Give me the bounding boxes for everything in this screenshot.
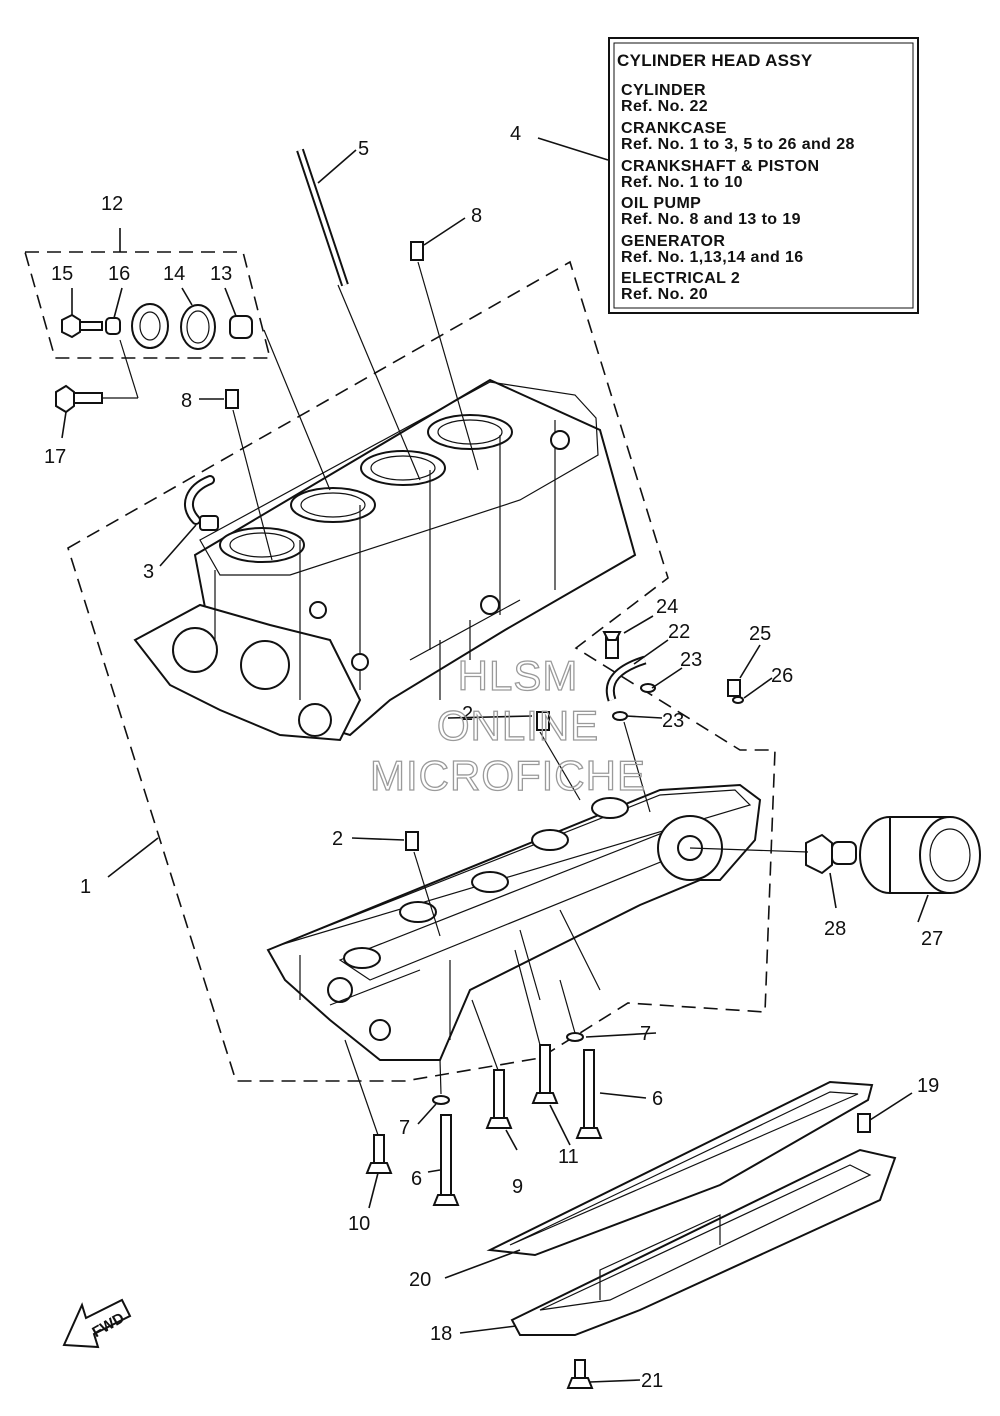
callout-11: 11 [558,1146,579,1168]
info-line-6: Ref. No. 1 to 10 [621,174,743,191]
callout-21: 21 [641,1370,663,1392]
info-line-1: CYLINDER [621,82,706,99]
dowel-pin [405,831,419,851]
callout-27: 27 [921,928,943,950]
callout-23: 23 [662,710,684,732]
watermark-line-2: ONLINE [437,702,599,749]
info-line-4: Ref. No. 1 to 3, 5 to 26 and 28 [621,136,855,153]
callout-8: 8 [181,390,192,412]
callout-9: 9 [512,1176,523,1198]
callout-26: 26 [771,665,793,687]
info-line-7: OIL PUMP [621,195,701,212]
callout-4: 4 [510,123,521,145]
info-line-3: CRANKCASE [621,120,727,137]
callout-19: 19 [917,1075,939,1097]
info-line-9: GENERATOR [621,233,725,250]
callout-numbers: 1 2 2 3 4 5 6 6 7 7 8 8 9 10 11 12 13 14… [44,123,943,1392]
oil-pump-group-outline [23,251,272,359]
watermark: HLSM ONLINE MICROFICHE [369,651,646,799]
callout-5: 5 [358,138,369,160]
callout-10: 10 [348,1213,370,1235]
assembly-info-box: CYLINDER HEAD ASSY CYLINDER Ref. No. 22 … [608,37,919,314]
oil-filter [859,816,981,894]
info-line-11: ELECTRICAL 2 [621,270,740,287]
lower-crankcase [266,783,762,1061]
callout-24: 24 [656,596,678,618]
info-line-5: CRANKSHAFT & PISTON [621,158,819,175]
oil-pan [510,1148,897,1336]
upper-crankcase [133,378,637,742]
oil-filter-union-bolt [805,833,857,875]
crankcase-assembly-outline [67,260,776,1082]
callout-13: 13 [210,263,232,285]
cylinder-stud-bolt [296,148,349,287]
callout-20: 20 [409,1269,431,1291]
callout-12: 12 [101,193,123,215]
callout-15: 15 [51,263,73,285]
callout-17: 17 [44,446,66,468]
callout-18: 18 [430,1323,452,1345]
info-box-title: CYLINDER HEAD ASSY [617,51,813,70]
dowel-pin [225,389,239,409]
info-line-12: Ref. No. 20 [621,286,708,303]
callout-1: 1 [80,876,91,898]
watermark-line-3: MICROFICHE [370,752,646,799]
watermark-line-1: HLSM [458,652,579,699]
crankcase-bolts [365,1032,603,1389]
callout-28: 28 [824,918,846,940]
callout-25: 25 [749,623,771,645]
oil-delivery-pipe [602,631,656,721]
oil-pump-parts [55,303,253,414]
info-line-10: Ref. No. 1,13,14 and 16 [621,249,804,266]
callout-6: 6 [652,1088,663,1110]
info-line-2: Ref. No. 22 [621,98,708,115]
callout-22: 22 [668,621,690,643]
dowel-pin [857,1113,871,1133]
info-line-8: Ref. No. 8 and 13 to 19 [621,211,801,228]
dowel-pin [727,679,741,697]
callout-7: 7 [399,1117,410,1139]
callout-8: 8 [471,205,482,227]
callout-2: 2 [332,828,343,850]
callout-2: 2 [462,703,473,725]
leader-lines [61,137,929,1383]
callout-14: 14 [163,263,185,285]
callout-3: 3 [143,561,154,583]
callout-16: 16 [108,263,130,285]
forward-direction-arrow: FWD [62,1298,132,1349]
dowel-pin [410,241,424,261]
callout-7: 7 [640,1023,651,1045]
callout-6: 6 [411,1168,422,1190]
dowel-pin [536,711,550,731]
o-ring [732,696,744,704]
callout-23: 23 [680,649,702,671]
